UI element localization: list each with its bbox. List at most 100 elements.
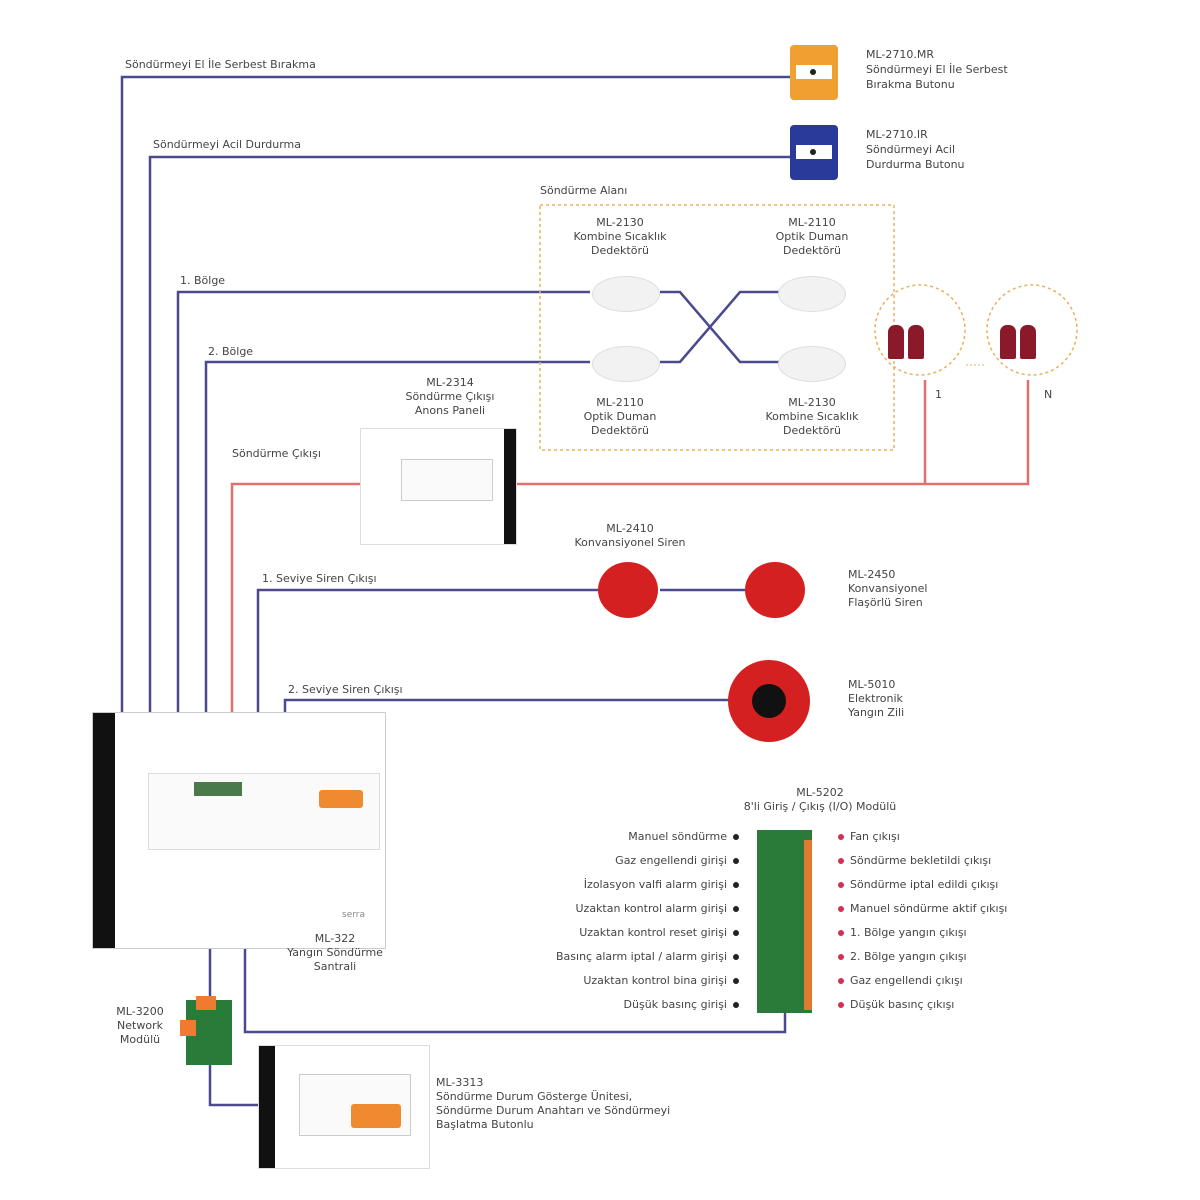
input-bullet-icon [733, 906, 739, 912]
bell-model: ML-5010 [848, 678, 896, 691]
io-output-item: Manuel söndürme aktif çıkışı [832, 902, 1007, 916]
det-tr-label: ML-2110 Optik Duman Dedektörü [752, 216, 872, 258]
io-input-item: Gaz engellendi girişi [615, 854, 745, 868]
output-bullet-icon [838, 1002, 844, 1008]
io-output-item: Söndürme iptal edildi çıkışı [832, 878, 998, 892]
panel-line2: Santrali [313, 960, 357, 973]
network-model: ML-3200 [116, 1005, 164, 1018]
io-output-label: 2. Bölge yangın çıkışı [850, 950, 967, 963]
wire-network-repeater [208, 1060, 262, 1107]
wire-io-module [243, 935, 787, 1034]
label-emergency-stop: Söndürmeyi Acil Durdurma [153, 138, 302, 151]
siren2-line1: Konvansiyonel [848, 582, 928, 595]
panel-brand: serra [342, 910, 365, 920]
siren1-model: ML-2410 [606, 522, 654, 535]
network-module-board [180, 996, 232, 1065]
status-indicator-unit [258, 1045, 430, 1169]
wire-zone2-cross [660, 290, 780, 364]
siren2-label: ML-2450 Konvansiyonel Flaşörlü Siren [848, 568, 927, 610]
io-output-item: Söndürme bekletildi çıkışı [832, 854, 991, 868]
gas-cylinder-icon [888, 325, 904, 359]
det-br-model: ML-2130 [788, 396, 836, 409]
io-input-item: Manuel söndürme [628, 830, 745, 844]
io-module-title: 8'li Giriş / Çıkış (I/O) Modülü [743, 800, 897, 813]
io-output-label: Fan çıkışı [850, 830, 900, 843]
det-br-label: ML-2130 Kombine Sıcaklık Dedektörü [752, 396, 872, 438]
io-input-label: Basınç alarm iptal / alarm girişi [556, 950, 727, 963]
io-output-item: Gaz engellendi çıkışı [832, 974, 963, 988]
output-bullet-icon [838, 954, 844, 960]
zone-title: Söndürme Alanı [540, 184, 628, 197]
manual-release-button [790, 45, 838, 100]
siren2-model: ML-2450 [848, 568, 896, 581]
det-tl-model: ML-2130 [596, 216, 644, 229]
det-tr-line2: Dedektörü [783, 244, 841, 257]
gas-cylinder-icon [1000, 325, 1016, 359]
repeater-line3: Başlatma Butonlu [436, 1118, 534, 1131]
input-bullet-icon [733, 1002, 739, 1008]
input-bullet-icon [733, 858, 739, 864]
io-input-item: Uzaktan kontrol reset girişi [579, 926, 745, 940]
det-tl-label: ML-2130 Kombine Sıcaklık Dedektörü [560, 216, 680, 258]
io-input-label: Gaz engellendi girişi [615, 854, 727, 867]
det-tr-line1: Optik Duman [775, 230, 849, 243]
wire-zone1 [176, 290, 590, 712]
det-tr-model: ML-2110 [788, 216, 836, 229]
io-output-label: Manuel söndürme aktif çıkışı [850, 902, 1008, 915]
panel-release-button [319, 790, 363, 808]
label-manual-release: Söndürmeyi El İle Serbest Bırakma [125, 58, 316, 71]
cylinder-group-first: 1 [935, 388, 942, 401]
input-bullet-icon [733, 834, 739, 840]
io-input-label: Uzaktan kontrol alarm girişi [575, 902, 728, 915]
flashing-siren-icon [745, 562, 805, 618]
io-input-label: İzolasyon valfi alarm girişi [583, 878, 727, 891]
fire-bell-icon [728, 660, 810, 742]
io-input-item: Basınç alarm iptal / alarm girişi [556, 950, 745, 964]
input-bullet-icon [733, 954, 739, 960]
fire-extinguishing-control-panel: serra [92, 712, 386, 949]
io-input-label: Düşük basınç girişi [623, 998, 727, 1011]
io-input-label: Uzaktan kontrol reset girişi [579, 926, 727, 939]
annunciator-line1: Söndürme Çıkışı [405, 390, 495, 403]
siren1-line1: Konvansiyonel Siren [574, 536, 686, 549]
io-output-label: Gaz engellendi çıkışı [850, 974, 963, 987]
wire-zone2 [204, 360, 590, 712]
ir-button-name-2: Durdurma Butonu [866, 158, 965, 171]
cylinder-group-last: N [1044, 388, 1053, 401]
detector-icon-br [778, 346, 846, 382]
start-extinguishing-button [351, 1104, 401, 1128]
wire-siren-level1 [256, 588, 745, 712]
output-bullet-icon [838, 906, 844, 912]
gas-cylinder-icon [908, 325, 924, 359]
label-siren-level1: 1. Seviye Siren Çıkışı [262, 572, 377, 585]
io-output-label: Düşük basınç çıkışı [850, 998, 955, 1011]
io-module-label: ML-5202 8'li Giriş / Çıkış (I/O) Modülü [700, 786, 940, 814]
annunciator-panel [360, 428, 517, 545]
siren1-label: ML-2410 Konvansiyonel Siren [560, 522, 700, 550]
network-line2: Modülü [119, 1033, 161, 1046]
mr-button-model: ML-2710.MR [866, 48, 935, 61]
io-output-label: Söndürme bekletildi çıkışı [850, 854, 992, 867]
panel-line1: Yangın Söndürme [287, 946, 383, 959]
output-bullet-icon [838, 834, 844, 840]
io-input-item: Uzaktan kontrol bina girişi [583, 974, 745, 988]
input-bullet-icon [733, 930, 739, 936]
det-bl-line1: Optik Duman [583, 410, 657, 423]
input-bullet-icon [733, 882, 739, 888]
bell-label: ML-5010 Elektronik Yangın Zili [848, 678, 904, 720]
label-zone2: 2. Bölge [208, 345, 254, 358]
det-bl-line2: Dedektörü [591, 424, 649, 437]
wire-emergency-stop [148, 155, 790, 712]
emergency-stop-button [790, 125, 838, 180]
wire-release-output [230, 482, 360, 712]
network-label: ML-3200 Network Modülü [100, 1005, 180, 1047]
io-input-label: Manuel söndürme [628, 830, 727, 843]
mr-button-name-1: Söndürmeyi El İle Serbest [866, 63, 1008, 76]
io-module-board [757, 830, 812, 1013]
network-line1: Network [117, 1019, 163, 1032]
label-release-output: Söndürme Çıkışı [232, 447, 321, 460]
ir-button-model: ML-2710.IR [866, 128, 928, 141]
mr-button-name-2: Bırakma Butonu [866, 78, 955, 91]
panel-front [148, 773, 380, 850]
panel-label: ML-322 Yangın Söndürme Santrali [280, 932, 390, 974]
